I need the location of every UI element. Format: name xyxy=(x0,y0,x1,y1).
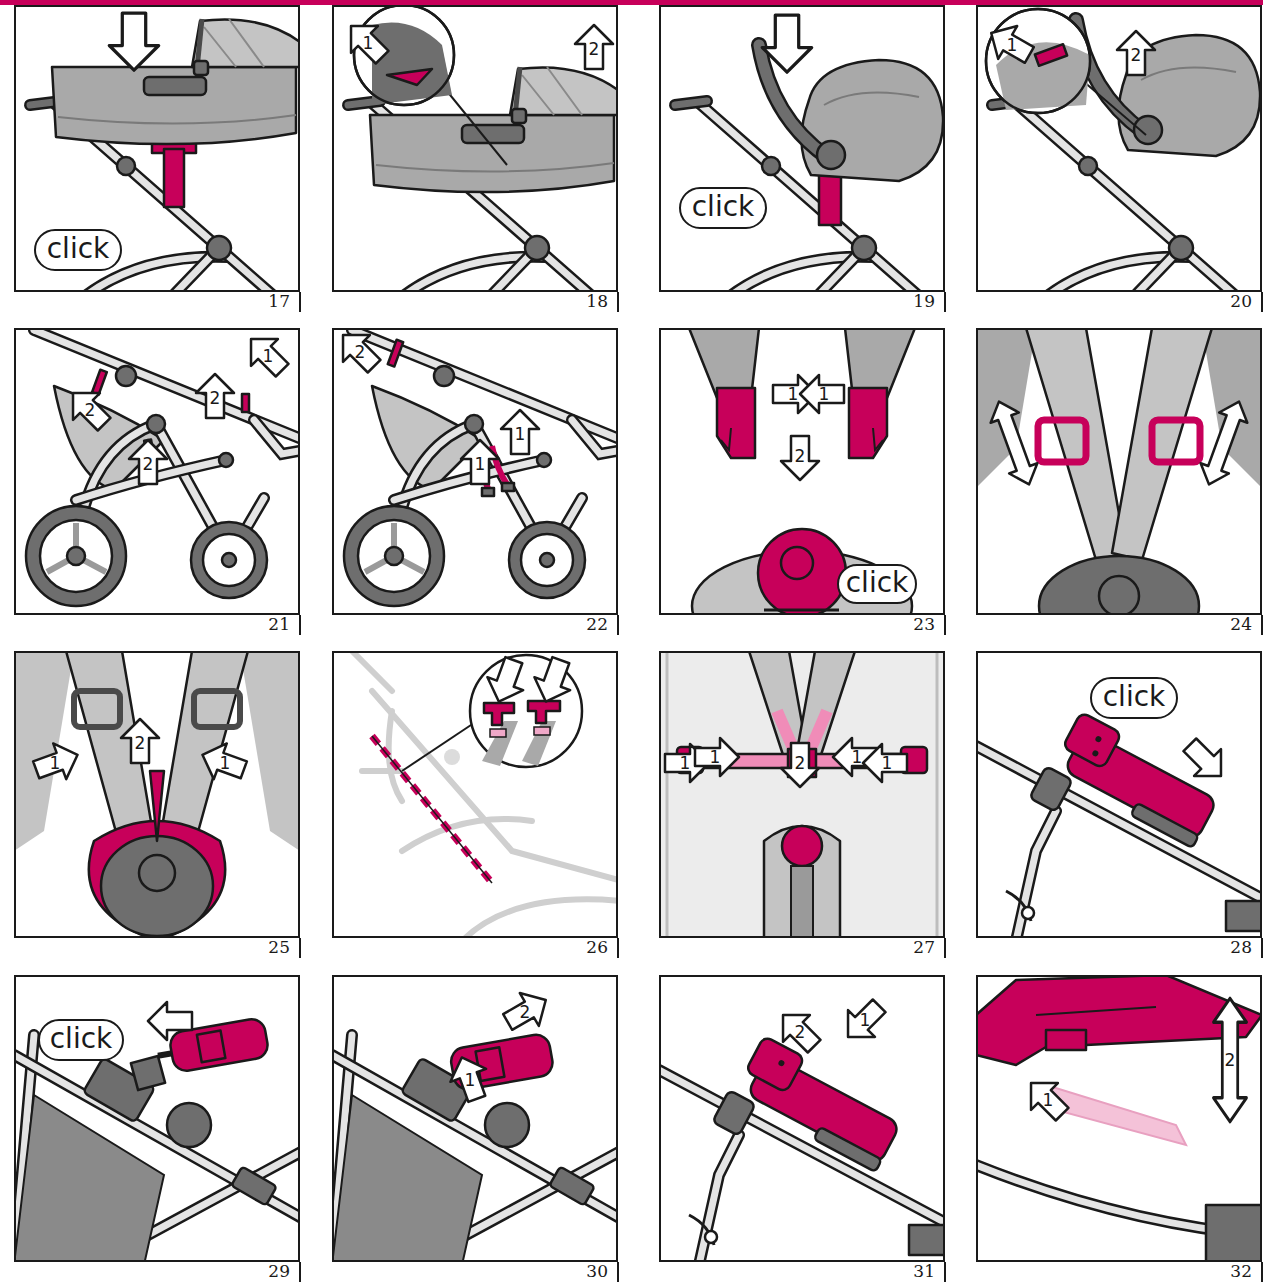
callout-number: 2 xyxy=(135,735,146,752)
panel-art xyxy=(338,5,622,305)
panel-art xyxy=(659,992,959,1265)
step-number: 17 xyxy=(268,291,290,311)
callout-number: 2 xyxy=(1131,47,1142,64)
step-panel: 26 xyxy=(332,651,618,938)
callout-number: 2 xyxy=(143,456,154,473)
sound-word: click xyxy=(692,193,755,224)
click-bubble: click xyxy=(38,1019,124,1061)
callout-number: 2 xyxy=(589,41,600,58)
callout-number: 1 xyxy=(50,755,61,772)
panel-art xyxy=(982,9,1260,305)
callout-number: 2 xyxy=(85,402,96,419)
step-panel: 24 xyxy=(976,328,1262,615)
step-panel: 31 xyxy=(659,975,945,1262)
top-band xyxy=(0,0,1263,5)
click-bubble: click xyxy=(34,229,122,271)
step-panel: 21 xyxy=(14,328,300,615)
panel-art xyxy=(26,326,304,606)
callout-number: 2 xyxy=(1225,1052,1236,1069)
step-number: 19 xyxy=(913,291,935,311)
step-panel: 27 xyxy=(659,651,945,938)
panel-art xyxy=(689,328,915,661)
step-number: 28 xyxy=(1230,937,1252,957)
panel-art xyxy=(330,322,622,606)
panel-art xyxy=(14,651,300,941)
callout-number: 1 xyxy=(475,456,486,473)
callout-number: 2 xyxy=(795,448,806,465)
step-panel: 25 xyxy=(14,651,300,938)
callout-number: 2 xyxy=(210,390,221,407)
step-number: 31 xyxy=(913,1261,935,1281)
click-bubble: click xyxy=(679,187,767,229)
step-number: 21 xyxy=(268,614,290,634)
step-panel: 19click xyxy=(659,5,945,292)
panel-art xyxy=(976,328,1262,656)
panel-art xyxy=(659,651,945,938)
step-number: 23 xyxy=(913,614,935,634)
step-number: 26 xyxy=(586,937,608,957)
callout-number: 1 xyxy=(882,755,893,772)
step-number: 22 xyxy=(586,614,608,634)
callout-number: 1 xyxy=(515,426,526,443)
callout-number: 2 xyxy=(520,1004,531,1021)
step-panel: 29click xyxy=(14,975,300,1262)
step-panel: 17click xyxy=(14,5,300,292)
sound-word: click xyxy=(47,235,110,266)
sound-word: click xyxy=(1103,683,1166,714)
step-panel: 23click xyxy=(659,328,945,615)
step-number: 20 xyxy=(1230,291,1252,311)
panel-art xyxy=(14,1002,314,1275)
step-number: 18 xyxy=(586,291,608,311)
step-number: 32 xyxy=(1230,1261,1252,1281)
callout-number: 1 xyxy=(680,755,691,772)
callout-number: 2 xyxy=(355,344,366,361)
callout-number: 1 xyxy=(220,755,231,772)
step-panel: 32 xyxy=(976,975,1262,1262)
sound-word: click xyxy=(50,1025,113,1056)
sound-word: click xyxy=(846,569,909,600)
panel-art xyxy=(675,15,943,305)
panel-art xyxy=(352,651,622,941)
panel-art xyxy=(30,13,304,305)
step-panel: 20 xyxy=(976,5,1262,292)
callout-number: 1 xyxy=(852,749,863,766)
step-number: 27 xyxy=(913,937,935,957)
callout-number: 1 xyxy=(363,35,374,52)
step-number: 24 xyxy=(1230,614,1252,634)
step-panel: 18 xyxy=(332,5,618,292)
callout-number: 1 xyxy=(1043,1092,1054,1109)
callout-number: 1 xyxy=(710,749,721,766)
click-bubble: click xyxy=(1090,677,1178,719)
number-ticks xyxy=(300,292,1262,1282)
click-bubble: click xyxy=(837,564,917,604)
callout-number: 1 xyxy=(788,386,799,403)
callout-number: 1 xyxy=(860,1012,871,1029)
callout-number: 1 xyxy=(465,1072,476,1089)
panel-art xyxy=(976,975,1263,1262)
callout-number: 1 xyxy=(819,386,830,403)
step-number: 30 xyxy=(586,1261,608,1281)
step-panel: 22 xyxy=(332,328,618,615)
step-number: 25 xyxy=(268,937,290,957)
step-panel: 28click xyxy=(976,651,1262,938)
callout-number: 1 xyxy=(263,348,274,365)
callout-number: 1 xyxy=(1007,37,1018,54)
panel-art xyxy=(976,712,1263,941)
callout-number: 2 xyxy=(795,755,806,772)
step-panel: 30 xyxy=(332,975,618,1262)
step-number: 29 xyxy=(268,1261,290,1281)
panel-art xyxy=(332,984,632,1275)
callout-number: 2 xyxy=(795,1024,806,1041)
